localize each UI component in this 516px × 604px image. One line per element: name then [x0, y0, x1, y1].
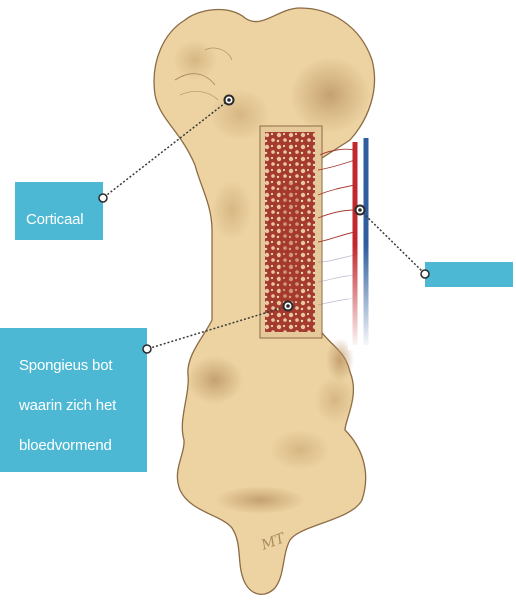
bone-shade: [315, 376, 355, 424]
capillaries: [318, 149, 355, 242]
bone-shade: [215, 486, 305, 514]
bloodvessels-label-line-1: Bloedvaten: [432, 284, 513, 304]
bone-shade: [212, 180, 252, 240]
spongy-bone-label: Spongieus bot waarin zich het bloedvorme…: [0, 328, 147, 472]
spongy-label-line-5: bevindt: [19, 516, 143, 536]
cortical-bone-label: Corticaal bot: [15, 182, 103, 240]
bone-shade: [187, 356, 243, 404]
spongy-label-line-4: beenmerg: [19, 476, 143, 496]
marrow-canal: [280, 182, 300, 302]
bone-shade: [290, 57, 370, 133]
spongy-label-line-1: Spongieus bot: [19, 356, 143, 376]
cortical-label-line-1: Corticaal: [26, 210, 97, 230]
spongy-label-line-3: bloedvormend: [19, 436, 143, 456]
bone-shade: [270, 430, 330, 470]
spongy-label-line-2: waarin zich het: [19, 396, 143, 416]
bloodvessels-label: Bloedvaten: [425, 262, 513, 287]
vessel-fade: [348, 245, 374, 350]
cortical-label-line-2: bot: [26, 250, 97, 270]
